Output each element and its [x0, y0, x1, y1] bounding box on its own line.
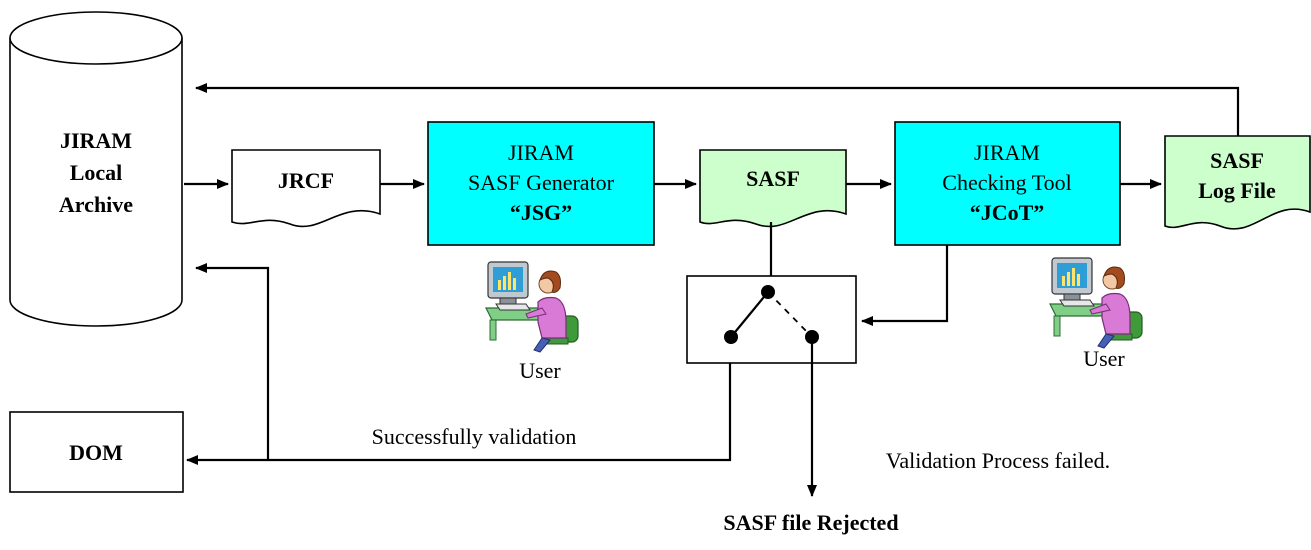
- jcot-label-line3: “JCoT”: [970, 200, 1045, 225]
- user-label-2: User: [1083, 346, 1125, 371]
- arrow-jcot-to-switch: [861, 245, 949, 326]
- logfile-label-line1: SASF: [1210, 148, 1264, 173]
- jcot-process-box: JIRAM Checking Tool “JCoT”: [894, 121, 1121, 246]
- sasf-label: SASF: [746, 166, 800, 191]
- jrcf-label: JRCF: [278, 168, 334, 193]
- jsg-label-line2: SASF Generator: [468, 170, 615, 195]
- jcot-label-line1: JIRAM: [974, 140, 1040, 165]
- arrow-success-to-archive: [195, 263, 270, 460]
- logfile-label-line2: Log File: [1198, 178, 1276, 203]
- jsg-label-line3: “JSG”: [510, 200, 572, 225]
- local-archive-cylinder: JIRAM Local Archive: [9, 11, 183, 327]
- jsg-label-line1: JIRAM: [508, 140, 574, 165]
- jcot-label-line2: Checking Tool: [942, 170, 1071, 195]
- dom-label: DOM: [69, 440, 123, 465]
- archive-label-line1: JIRAM: [60, 128, 132, 153]
- user-label-1: User: [519, 358, 561, 383]
- arrow-logfile-to-archive: [195, 83, 1240, 136]
- computer-user-icon: [1049, 257, 1143, 349]
- archive-label-line2: Local: [70, 160, 123, 185]
- rejected-message: SASF file Rejected: [723, 510, 898, 535]
- computer-user-icon: [485, 261, 579, 353]
- validation-switch-icon: [686, 275, 857, 364]
- connectors: [184, 83, 1240, 497]
- dom-box: DOM: [9, 411, 184, 493]
- archive-label-line3: Archive: [59, 192, 133, 217]
- success-message: Successfully validation: [372, 424, 577, 449]
- user-figure-2: User: [1049, 257, 1143, 371]
- failed-message: Validation Process failed.: [886, 448, 1110, 473]
- sasf-document: SASF: [699, 149, 847, 228]
- arrow-switch-to-dom: [186, 363, 732, 465]
- jsg-process-box: JIRAM SASF Generator “JSG”: [427, 121, 655, 246]
- sasf-log-file-document: SASF Log File: [1164, 135, 1311, 230]
- jrcf-document: JRCF: [231, 149, 381, 228]
- user-figure-1: User: [485, 261, 579, 383]
